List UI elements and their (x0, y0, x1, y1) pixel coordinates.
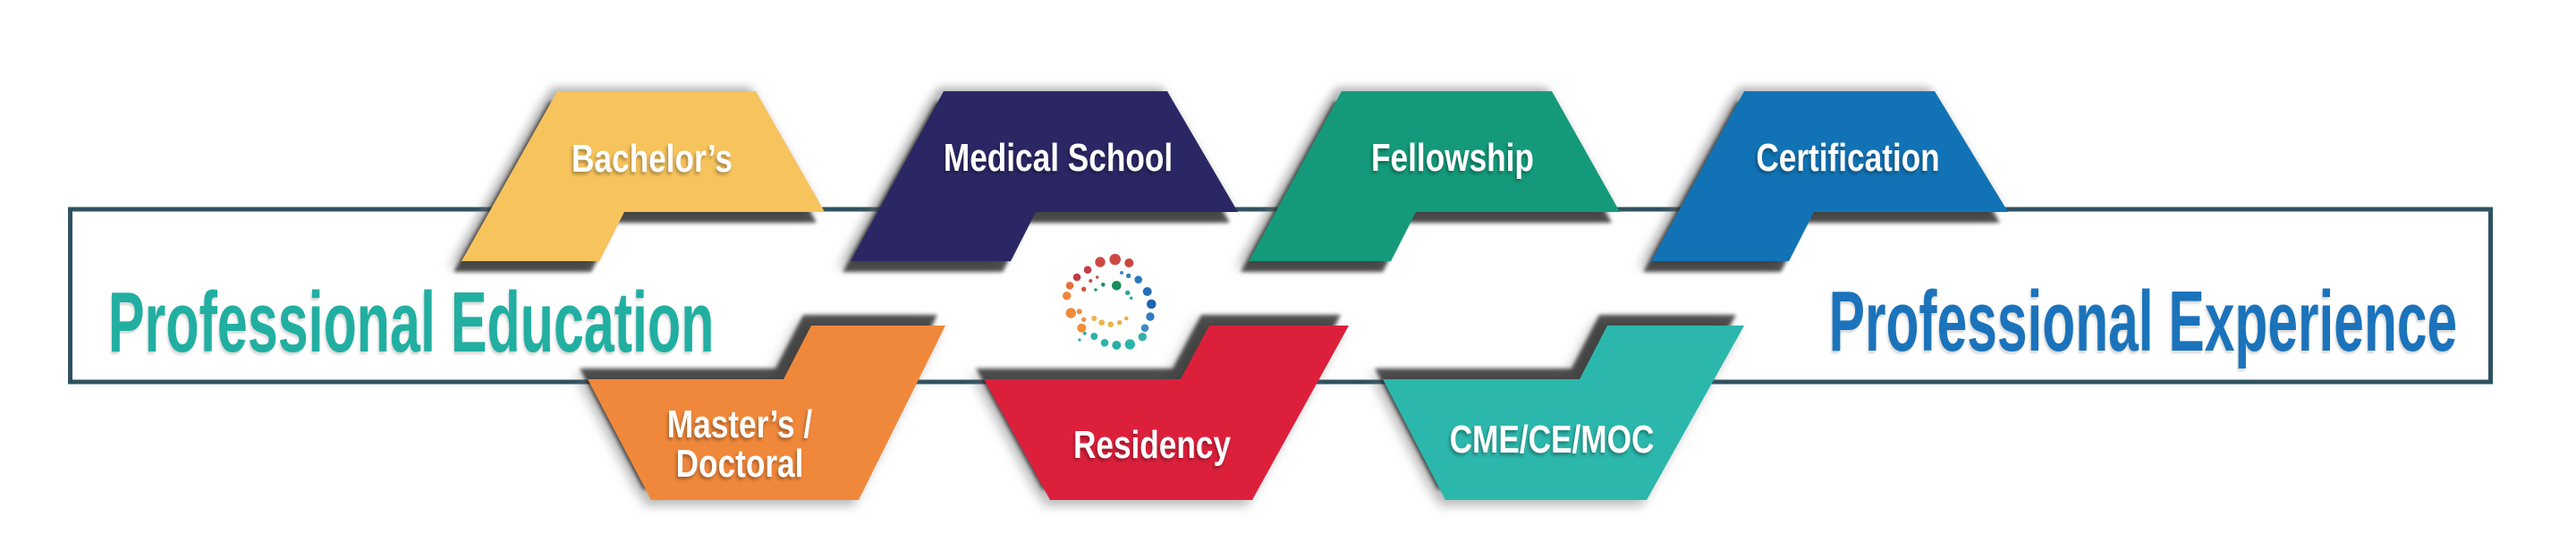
stage-shape-residency (984, 326, 1349, 500)
stage-shape-medical-school (851, 91, 1238, 261)
professional-experience-title: Professional Experience (1828, 274, 2457, 369)
stage-shape-cme-ce-moc (1383, 326, 1744, 500)
stage-label-masters-line2: Doctoral (675, 442, 804, 486)
stage-label-medical-school: Medical School (943, 136, 1174, 180)
stage-label-residency: Residency (1072, 423, 1232, 467)
stage-shape-bachelors (462, 91, 825, 261)
stage-label-certification: Certification (1756, 136, 1940, 180)
stage-shape-masters-doctoral (588, 326, 945, 500)
stage-shape-fellowship (1249, 91, 1620, 261)
stage-label-fellowship: Fellowship (1371, 136, 1534, 180)
dotted-swirl-logo (1063, 253, 1157, 350)
stage-label-cme-ce-moc: CME/CE/MOC (1449, 418, 1655, 462)
stage-label-masters-line1: Master’s / (666, 402, 813, 446)
stage-label-masters-doctoral: Master’s / Doctoral (667, 405, 812, 484)
stage-shape-certification (1651, 91, 2008, 261)
professional-education-title: Professional Education (108, 275, 715, 370)
stage-label-bachelors: Bachelor’s (572, 137, 733, 181)
